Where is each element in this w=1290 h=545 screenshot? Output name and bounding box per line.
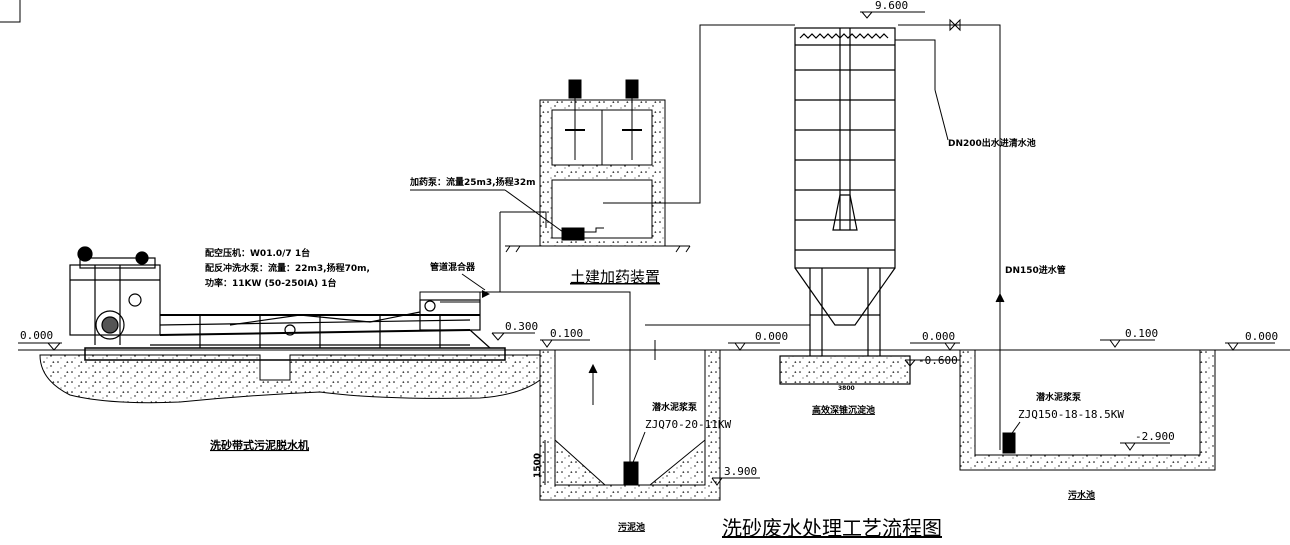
svg-text:0.100: 0.100 [1125, 327, 1158, 340]
elev-sludge-bottom: 3.900 [711, 465, 760, 486]
mixer-label: 管道混合器 [430, 261, 476, 273]
dim-small: 3800 [838, 385, 855, 392]
svg-text:0.000: 0.000 [922, 330, 955, 343]
sewage-pump-model: ZJQ150-18-18.5KW [1018, 408, 1124, 421]
spec-line-2: 配反冲洗水泵：流量：22m3,扬程70m, [205, 262, 370, 274]
belt-press-label: 洗砂带式污泥脱水机 [210, 438, 309, 452]
elev-sludge-top: 0.100 [540, 327, 590, 348]
belt-press-machine [69, 246, 491, 349]
belt-press-specs: 配空压机：W01.0/7 1台 配反冲洗水泵：流量：22m3,扬程70m, 功率… [205, 247, 370, 289]
svg-text:-0.600: -0.600 [918, 354, 958, 367]
elev-clarifier-top: 9.600 [860, 0, 925, 19]
svg-text:1500: 1500 [533, 453, 543, 478]
sludge-pump-name: 潜水泥浆泵 [652, 401, 698, 413]
frame-corner [0, 0, 21, 23]
sewage-pump-leader [1009, 421, 1021, 437]
sewage-pit [959, 349, 1216, 471]
spec-line-3: 功率：11KW (50-250IA) 1台 [205, 277, 337, 289]
outlet-label: DN200出水进清水池 [948, 137, 1036, 149]
dosing-label: 土建加药装置 [570, 268, 660, 286]
sludge-pump-leader [631, 431, 646, 466]
dosing-pump-spec: 加药泵：流量25m3,扬程32m [409, 176, 536, 188]
svg-text:9.600: 9.600 [875, 0, 908, 12]
elev-press-left: 0.000 [18, 329, 62, 351]
elev-ground-mid: 0.000 [728, 330, 788, 351]
elev-ground-clar: 0.000 [910, 330, 960, 351]
dosing-leader-2 [504, 189, 564, 233]
sewage-pit-label: 污水池 [1068, 489, 1095, 501]
deep-cone-clarifier [779, 27, 911, 385]
diagram-title: 洗砂废水处理工艺流程图 [722, 516, 942, 540]
mixer-icon [482, 290, 490, 298]
svg-text:3.900: 3.900 [724, 465, 757, 478]
sewage-pump-name: 潜水泥浆泵 [1036, 391, 1082, 403]
clarifier-label: 高效深锥沉淀池 [812, 404, 875, 416]
dim-1500: 1500 [533, 440, 546, 485]
svg-text:0.300: 0.300 [505, 320, 538, 333]
elev-sewage-top: 0.100 [1100, 327, 1158, 348]
svg-text:0.000: 0.000 [20, 329, 53, 342]
inlet-label: DN150进水管 [1005, 264, 1066, 276]
elev-ground-right: 0.000 [1225, 330, 1278, 351]
elev-press-right: 0.300 [491, 320, 538, 341]
mixer-leader [461, 273, 486, 291]
dosing-unit [505, 79, 691, 253]
svg-text:0.100: 0.100 [550, 327, 583, 340]
svg-text:-2.900: -2.900 [1135, 430, 1175, 443]
sludge-pit [539, 349, 721, 501]
spec-line-1: 配空压机：W01.0/7 1台 [205, 247, 310, 259]
elev-sewage-bottom: -2.900 [1120, 430, 1175, 451]
belt-press-ground [18, 347, 541, 404]
svg-text:0.000: 0.000 [1245, 330, 1278, 343]
sludge-pump-model: ZJQ70-20-11KW [645, 418, 731, 431]
valve-icon [949, 18, 961, 32]
elev-clarifier-base: -0.600 [904, 354, 960, 367]
svg-text:0.000: 0.000 [755, 330, 788, 343]
sludge-pit-label: 污泥池 [618, 521, 645, 533]
